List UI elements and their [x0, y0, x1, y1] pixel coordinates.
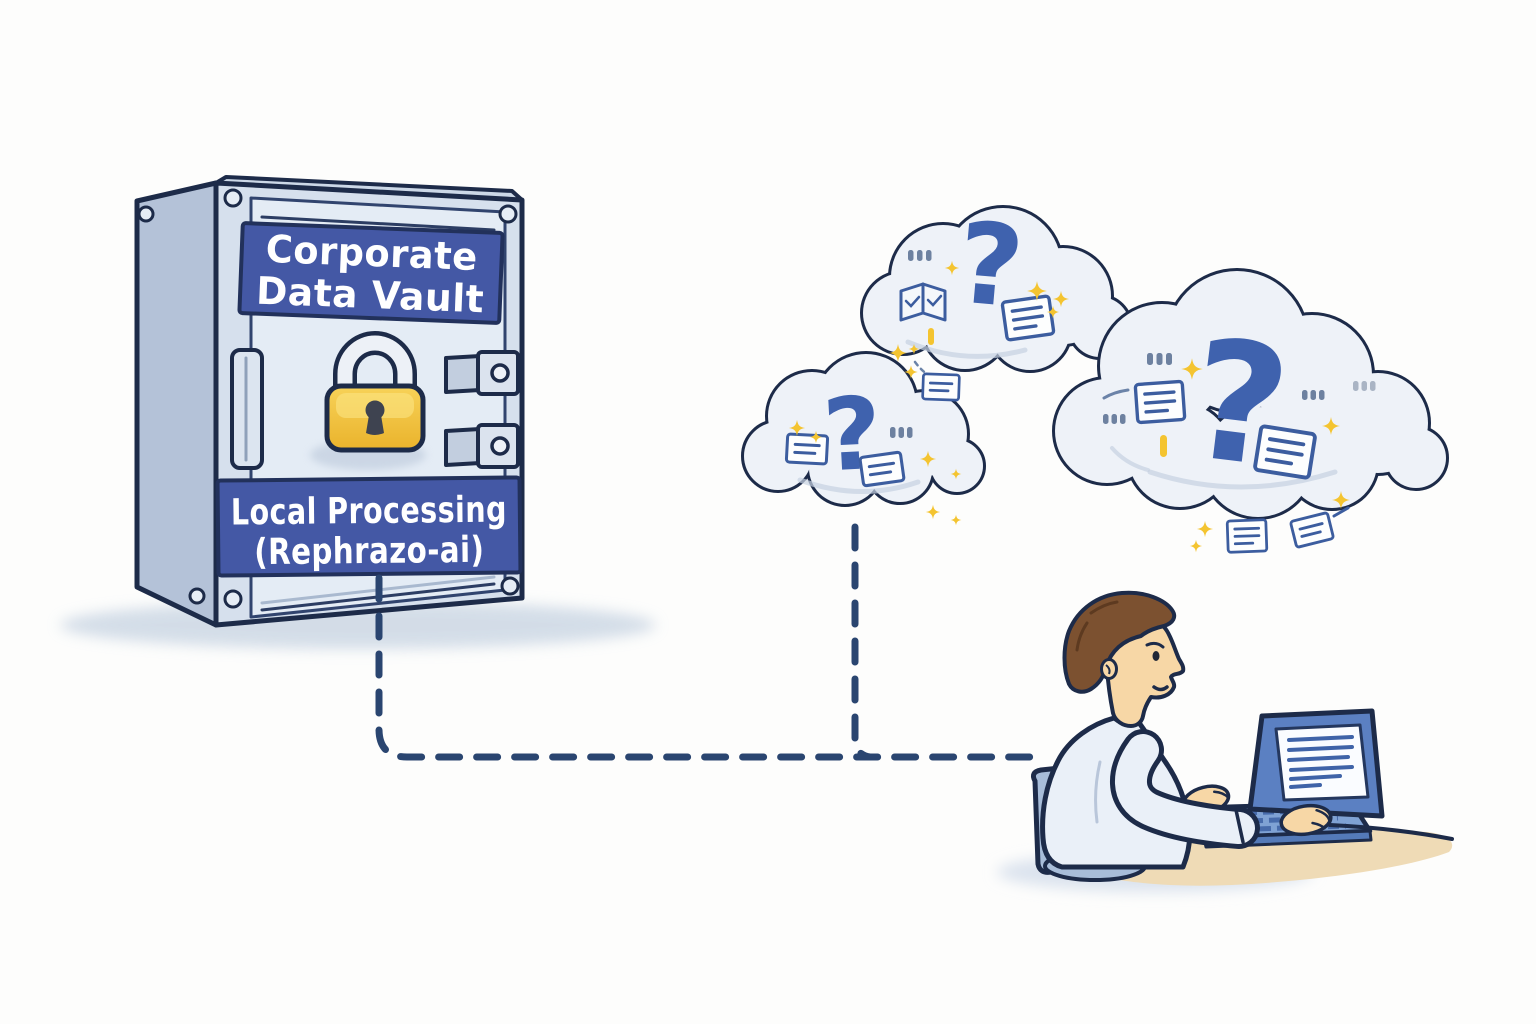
person-face [1104, 616, 1186, 728]
shirt-fold [1094, 760, 1102, 824]
motion-flick [1332, 506, 1350, 518]
person-smile [1152, 685, 1169, 692]
hair-strand [1089, 600, 1119, 615]
sparkle-icon [1189, 539, 1203, 553]
desk-edge-line [1328, 823, 1454, 841]
handle-icon [230, 348, 264, 470]
person-near-hand [1279, 803, 1333, 837]
laptop-screen [1274, 723, 1370, 802]
hair-strand [1075, 621, 1089, 652]
sparkle-icon [1196, 520, 1214, 538]
sparkle-icon [925, 504, 941, 520]
keyhole-stem [366, 415, 384, 435]
ellipsis-icon [890, 427, 913, 438]
keyhole-icon [365, 400, 385, 420]
screw-icon [500, 576, 520, 596]
vault-to-laptop-dashed-line [375, 574, 1044, 761]
cloud-right-large: ? [1052, 268, 1449, 520]
padlock-locked-icon [310, 331, 426, 470]
screw-icon [223, 188, 243, 208]
cloud-right-shading [1147, 469, 1338, 490]
person-arm-sleeve [1115, 734, 1255, 844]
screw-icon [188, 587, 206, 605]
document-icon [1133, 379, 1187, 425]
hinge-icon [444, 350, 520, 396]
cloud-right-shading2 [1110, 446, 1150, 472]
cloud-left-small: ? [741, 351, 986, 507]
document-icon [921, 372, 961, 402]
vault-screws [137, 188, 520, 609]
document-icon [858, 450, 906, 488]
ellipsis-icon [1103, 414, 1126, 424]
loose-documents [913, 360, 1350, 554]
ear-detail [1105, 664, 1111, 675]
vault-top-groove [260, 215, 496, 232]
padlock-shackle [337, 335, 413, 398]
hinge-icon [444, 423, 520, 469]
vault-bottom-sign: Local Processing (Rephrazo-ai) [215, 475, 523, 578]
ellipsis-icon [1302, 390, 1325, 400]
sparkle-icon [950, 514, 962, 526]
ellipsis-icon [1353, 381, 1376, 391]
top-sign-plate [237, 221, 505, 325]
bottom-sign-plate [215, 475, 523, 578]
cloud-top-shading [905, 339, 1028, 359]
cloud-to-line-dashed-line [851, 523, 874, 761]
connection-lines [375, 523, 1044, 761]
top-sign-line2: Data Vault [255, 269, 485, 322]
top-sign-line1: Corporate [265, 227, 479, 279]
workstation [997, 590, 1454, 892]
document-icon [1288, 511, 1336, 549]
ellipsis-icon [908, 250, 932, 261]
motion-flick [913, 360, 929, 376]
ellipsis-icon [1147, 353, 1172, 365]
screw-icon [137, 205, 155, 223]
cloud-top: ? [860, 198, 1133, 373]
document-lines-icon [1287, 735, 1354, 789]
bottom-sign-line1: Local Processing [231, 490, 507, 534]
exclamation-bar-icon [928, 328, 934, 345]
exclamation-bar-icon [1160, 435, 1167, 457]
document-icon [784, 432, 830, 466]
person-eyebrow [1145, 641, 1165, 649]
person-eye [1152, 651, 1160, 661]
screw-icon [223, 589, 243, 609]
vault-top-sign: Corporate Data Vault [237, 221, 505, 325]
sleeve-cuff [1234, 808, 1245, 844]
document-icon [1000, 294, 1056, 342]
document-icon [1225, 518, 1269, 554]
open-book-icon [899, 282, 947, 322]
corporate-data-vault: Corporate Data Vault Local Processing (R… [60, 175, 656, 649]
bottom-sign-line2: (Rephrazo-ai) [254, 530, 484, 573]
document-icon [1252, 423, 1318, 481]
motion-flick [1102, 388, 1130, 400]
cloud-left-shading [797, 477, 921, 494]
vault-side-panel [134, 180, 219, 628]
screw-icon [498, 204, 518, 224]
